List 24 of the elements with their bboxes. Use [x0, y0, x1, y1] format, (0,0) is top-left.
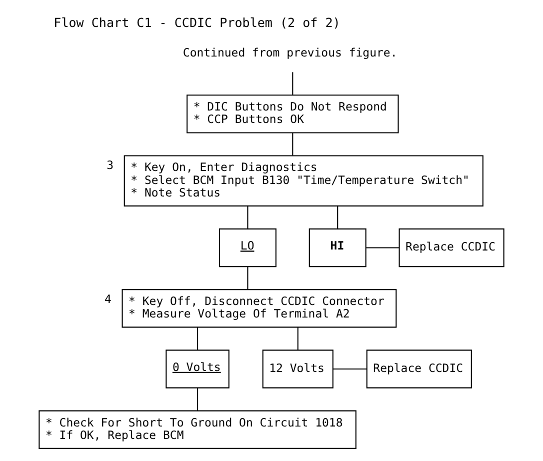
- connector: [332, 368, 367, 370]
- node-label: 4: [104, 292, 112, 306]
- connector: [292, 132, 294, 156]
- node-box: HI: [308, 228, 366, 268]
- node-text: Continued from previous figure.: [182, 45, 398, 60]
- node-box: Replace CCDIC: [398, 228, 504, 268]
- connector: [366, 247, 400, 248]
- node-box: * Key On, Enter Diagnostics * Select BCM Input B130 "Time/Temperature Switch" * Note Status: [124, 155, 484, 206]
- diagram-title: Flow Chart C1 - CCDIC Problem (2 of 2): [54, 14, 340, 30]
- connector: [197, 327, 198, 350]
- node-box: 12 Volts: [262, 350, 334, 388]
- node-box: * Key Off, Disconnect CCDIC Connector * Measure Voltage Of Terminal A2: [122, 289, 397, 328]
- node-box: * Check For Short To Ground On Circuit 1018 * If OK, Replace BCM: [38, 410, 356, 449]
- connector: [297, 327, 298, 350]
- node-box: LO: [218, 228, 276, 268]
- node-box: * DIC Buttons Do Not Respond * CCP Buttons OK: [186, 94, 399, 134]
- connector: [197, 388, 198, 411]
- connector: [292, 72, 294, 95]
- connector: [337, 206, 338, 229]
- node-box: 0 Volts: [166, 350, 230, 388]
- node-label: 3: [106, 158, 114, 172]
- connector: [247, 206, 248, 229]
- connector: [247, 266, 248, 290]
- node-box: Replace CCDIC: [366, 350, 472, 388]
